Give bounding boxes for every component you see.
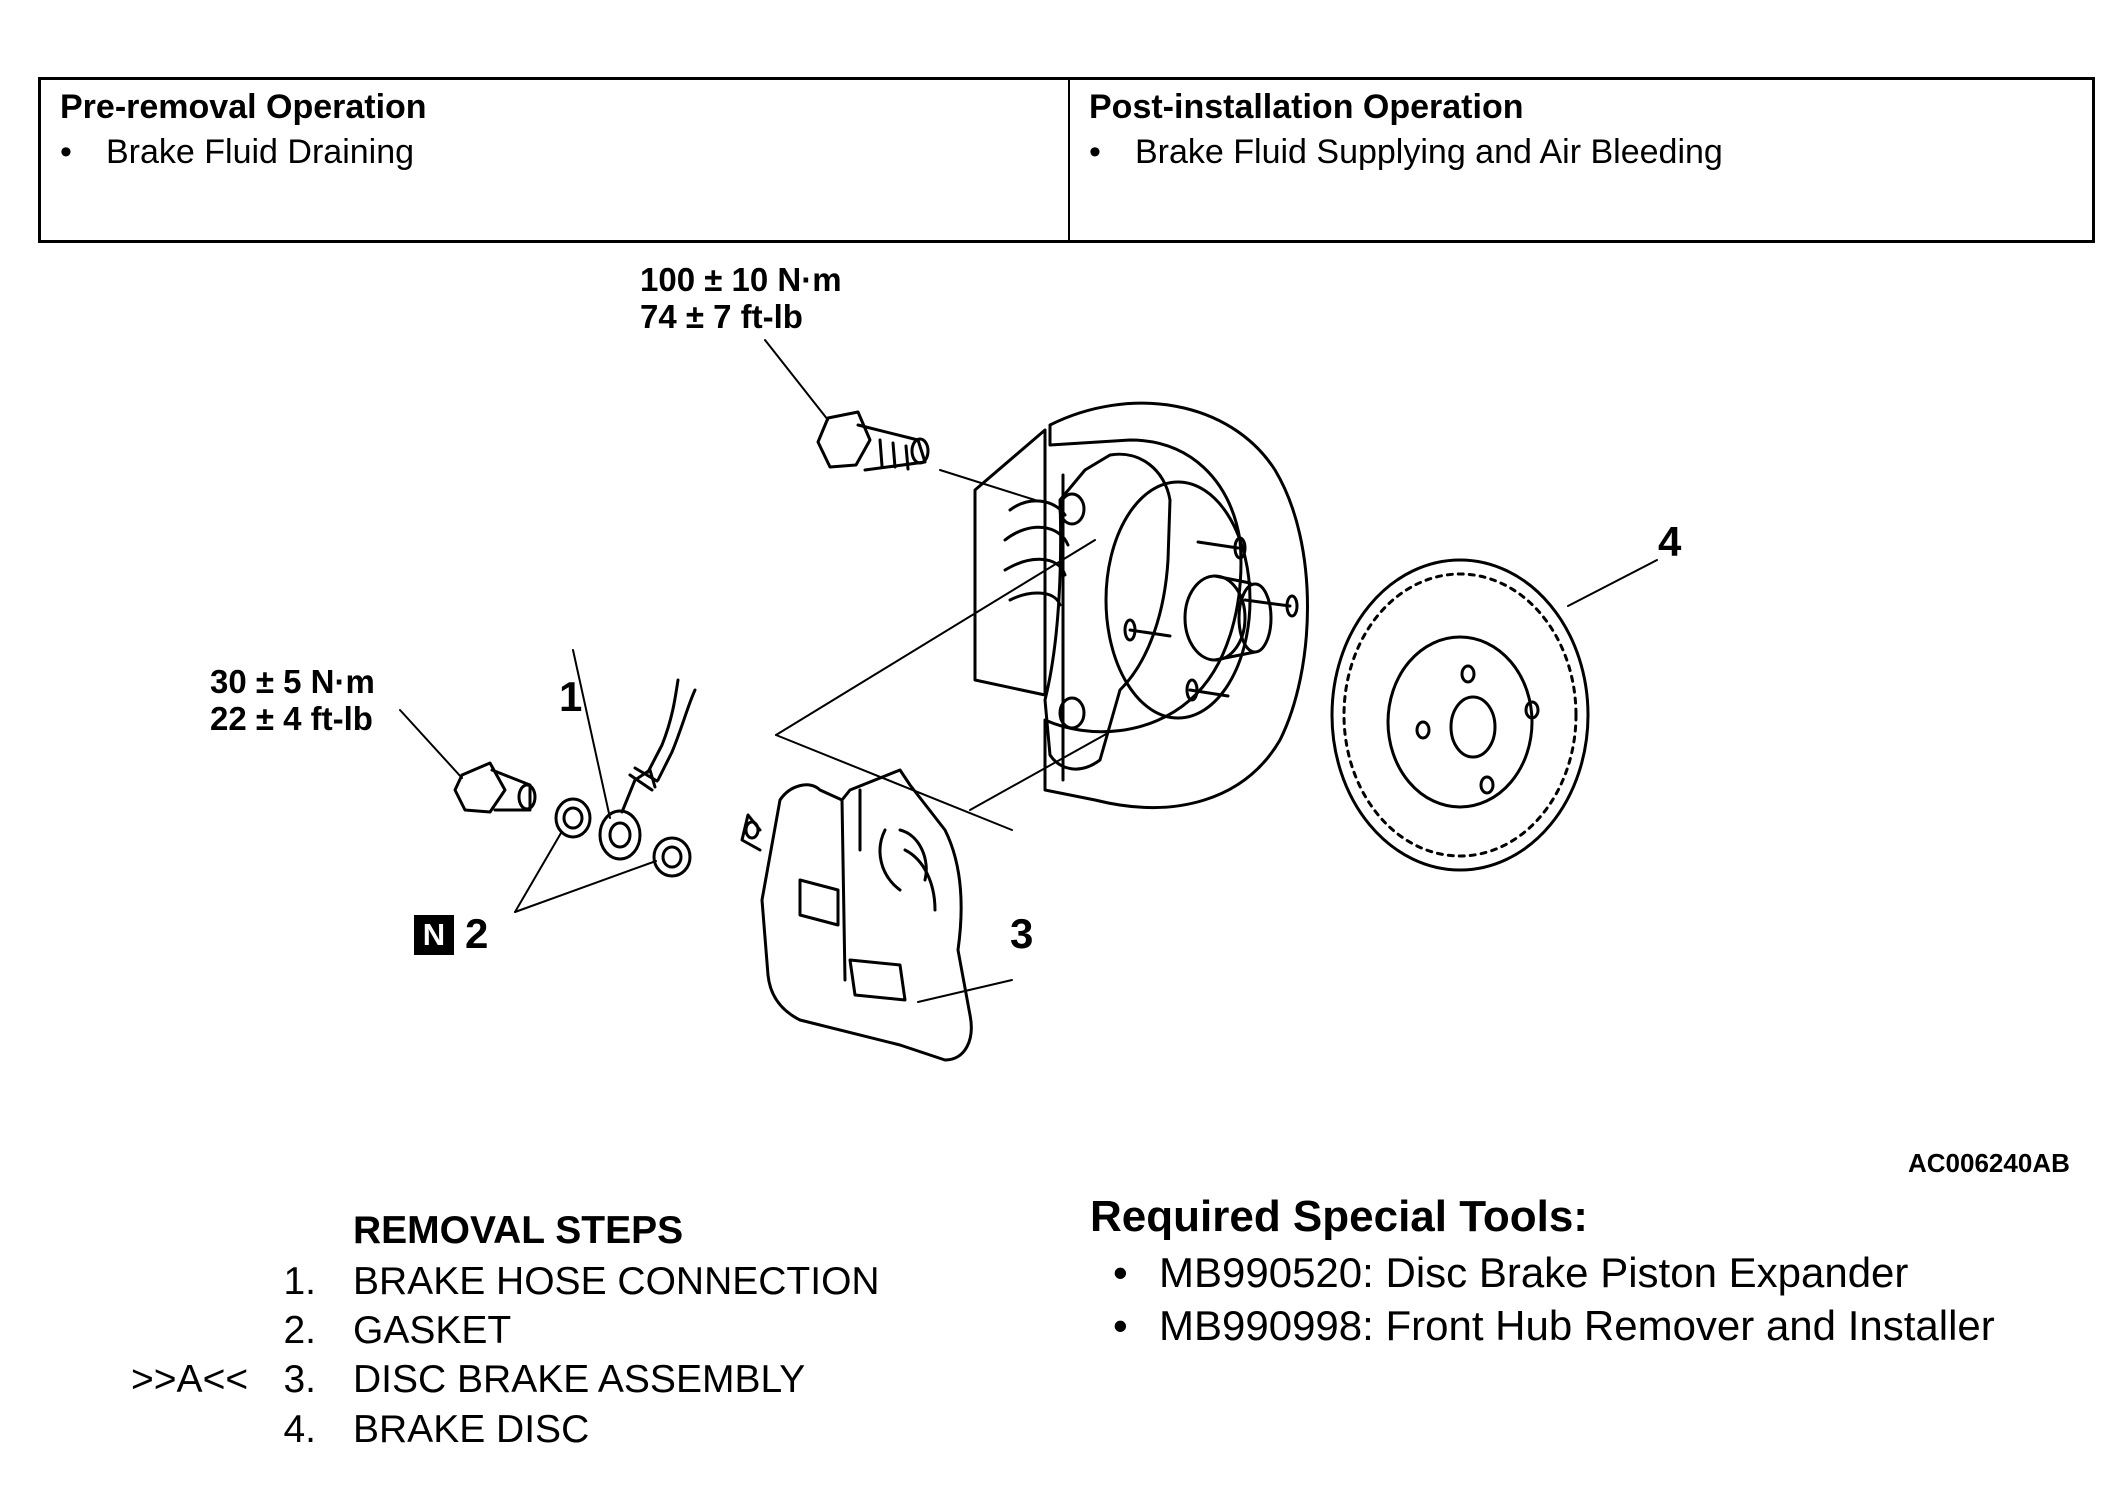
steering-knuckle xyxy=(1003,452,1172,771)
caliper-mounting-bolt xyxy=(816,410,930,472)
post-installation-heading: Post-installation Operation xyxy=(1089,88,1524,126)
step-text: DISC BRAKE ASSEMBLY xyxy=(353,1358,806,1401)
callout-2: 2 xyxy=(465,910,489,957)
caliper xyxy=(740,768,973,1062)
step-number: 3. xyxy=(283,1358,316,1401)
step-text: GASKET xyxy=(353,1309,512,1352)
special-tool-item: •MB990520: Disc Brake Piston Expander xyxy=(1113,1249,1909,1296)
bullet-icon: • xyxy=(60,133,72,171)
step-number: 2. xyxy=(283,1309,316,1352)
post-installation-item: •Brake Fluid Supplying and Air Bleeding xyxy=(1089,133,1723,171)
bullet-icon: • xyxy=(1113,1249,1128,1296)
figure-code: AC006240AB xyxy=(1908,1148,2070,1178)
pre-removal-heading: Pre-removal Operation xyxy=(60,88,427,126)
wheel-hub xyxy=(1104,480,1299,720)
pre-removal-item: •Brake Fluid Draining xyxy=(60,133,415,171)
callout-4: 4 xyxy=(1658,518,1682,565)
step-text: BRAKE DISC xyxy=(353,1408,590,1451)
brake-hose xyxy=(598,678,697,861)
callout-1: 1 xyxy=(559,673,583,720)
dust-shield xyxy=(973,401,1309,809)
torque-label-top: 100 ± 10 N·m 74 ± 7 ft-lb xyxy=(640,261,842,335)
torque-label-left: 30 ± 5 N·m 22 ± 4 ft-lb xyxy=(210,663,375,737)
special-tool-item: •MB990998: Front Hub Remover and Install… xyxy=(1113,1302,1995,1349)
callout-3: 3 xyxy=(1010,910,1034,957)
operations-table xyxy=(38,77,2095,243)
bullet-icon: • xyxy=(1089,133,1101,171)
bullet-icon: • xyxy=(1113,1302,1128,1349)
operations-divider xyxy=(1068,77,1070,243)
new-part-badge: N xyxy=(414,915,454,955)
removal-steps-title: REMOVAL STEPS xyxy=(353,1209,684,1252)
gasket-1 xyxy=(554,797,592,839)
brake-disc xyxy=(1330,558,1590,872)
step-text: BRAKE HOSE CONNECTION xyxy=(353,1260,880,1303)
gasket-2 xyxy=(652,836,692,878)
leader-lines xyxy=(399,339,1658,1003)
step-number: 1. xyxy=(283,1260,316,1303)
special-tools-title: Required Special Tools: xyxy=(1090,1192,1588,1241)
banjo-bolt xyxy=(453,761,537,814)
step-number: 4. xyxy=(283,1408,316,1451)
service-point-marker: >>A<< xyxy=(131,1358,249,1401)
